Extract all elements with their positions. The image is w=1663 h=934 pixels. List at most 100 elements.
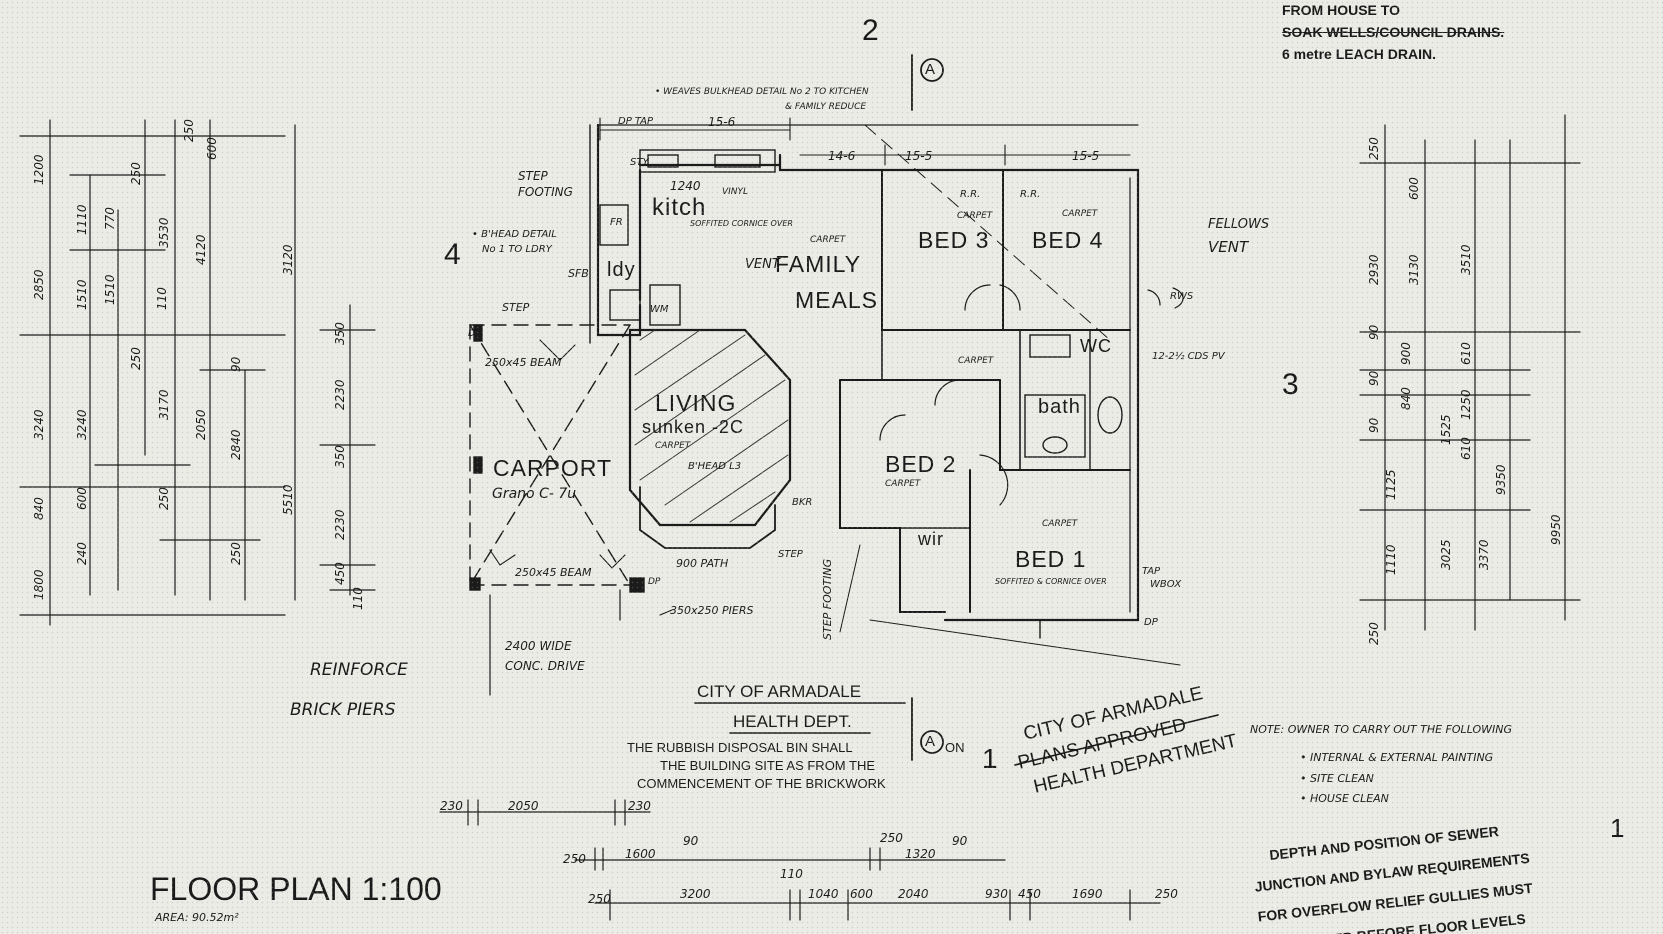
dim-right-c2-5: 3025 [1439, 539, 1453, 570]
top-note-line2: & FAMILY REDUCE [785, 102, 867, 112]
dim-right-c1-1: 2930 [1367, 254, 1381, 285]
dim-left-overall-8: 110 [351, 587, 365, 610]
dim-right-overall-2: 9950 [1549, 514, 1563, 545]
note-carpet-hall: CARPET [958, 356, 994, 366]
dim-bottom-r3-8: 1690 [1072, 887, 1103, 901]
note-carpet-bed1: CARPET [1042, 519, 1078, 529]
dim-bottom-r3-2: 110 [780, 867, 803, 881]
owner-note-item-2: • HOUSE CLEAN [1300, 792, 1389, 805]
dim-left-c5-3: 2840 [229, 429, 243, 460]
note-bhead-l3: B'HEAD L3 [688, 461, 742, 472]
dim-left-c4-3: 250 [129, 347, 143, 370]
note-wm: WM [650, 304, 669, 315]
note-soffit-bed1: SOFFITED & CORNICE OVER [995, 577, 1107, 586]
dim-left-overall-3: 350 [333, 322, 347, 345]
dim-bottom-r3-0: 250 [588, 892, 611, 906]
dim-right-c2-3: 840 [1399, 387, 1413, 410]
dim-bottom-r1-0: 230 [440, 799, 463, 813]
room-kitchen: kitch [652, 194, 707, 221]
note-beam-top: 250x45 BEAM [485, 356, 562, 369]
dim-bottom-r3-3: 1040 [808, 887, 839, 901]
header-note-line2: SOAK WELLS/COUNCIL DRAINS. [1282, 24, 1505, 40]
elevation-marker-2: 2 [862, 14, 879, 47]
room-bed4: BED 4 [1032, 227, 1104, 253]
room-wir: wir [918, 529, 944, 549]
note-carpet-bed3: CARPET [957, 211, 993, 221]
note-fr: FR [610, 217, 623, 228]
note-drive-2: CONC. DRIVE [505, 659, 585, 673]
page-number: 1 [1610, 813, 1625, 843]
dim-left-c4-2: 110 [155, 287, 169, 310]
note-tap: TAP [1142, 566, 1161, 577]
stamp-rubbish-2: THE BUILDING SITE AS FROM THE [660, 758, 876, 773]
dim-left-c4-0: 250 [129, 162, 143, 185]
note-carpet-bed4: CARPET [1062, 209, 1098, 219]
dim-right-c2-2: 900 [1399, 342, 1413, 365]
dim-bottom-r2-0: 250 [563, 852, 586, 866]
note-beam-bottom: 250x45 BEAM [515, 566, 592, 579]
dim-left-c5-1: 4120 [194, 234, 208, 265]
elevation-marker-3: 3 [1282, 368, 1299, 401]
dim-left-c3-0: 770 [103, 207, 117, 230]
note-dp-carport-2: DP [648, 577, 661, 587]
dim-left-c1-4: 1800 [32, 569, 46, 600]
dim-left-c3-2: 3170 [157, 389, 171, 420]
dim-bottom-r3-5: 2040 [898, 887, 929, 901]
dim-left-c3-3: 250 [157, 487, 171, 510]
owner-note-title: NOTE: OWNER TO CARRY OUT THE FOLLOWING [1250, 723, 1512, 736]
dim-left-c5-0: 250 [182, 119, 196, 142]
dim-left-c2-3: 600 [75, 487, 89, 510]
note-wbox: WBOX [1150, 579, 1182, 590]
note-rr-2: R.R. [1020, 189, 1041, 200]
dim-left-c3-1: 1510 [103, 274, 117, 305]
dim-top-1: 15-6 [708, 115, 736, 129]
room-wc: WC [1080, 336, 1112, 356]
note-vent: VENT [745, 257, 780, 272]
dim-left-c2-2: 3240 [75, 409, 89, 440]
dim-left-overall-4: 2230 [333, 379, 347, 410]
note-dp-right: DP [1144, 617, 1158, 628]
dim-right-c1-5: 1125 [1384, 469, 1398, 500]
note-drive-1: 2400 WIDE [505, 639, 572, 653]
note-bhead-1: • B'HEAD DETAIL [472, 229, 557, 240]
note-bhead-2: No 1 TO LDRY [482, 244, 552, 255]
dim-bottom-r3-7: 450 [1018, 887, 1041, 901]
room-living-sub: sunken -2C [642, 417, 745, 437]
dim-bottom-r1-2: 230 [628, 799, 651, 813]
dim-right-c3-3: 610 [1459, 437, 1473, 460]
room-carport: CARPORT [493, 455, 613, 481]
dim-left-c2-4: 240 [75, 542, 89, 565]
dim-top-2: 15-5 [905, 149, 933, 163]
owner-note-item-0: • INTERNAL & EXTERNAL PAINTING [1300, 751, 1494, 764]
dim-left-c5-2: 2050 [194, 409, 208, 440]
note-reinforce-1: REINFORCE [310, 660, 408, 680]
dim-bottom-r3-1: 3200 [680, 887, 711, 901]
note-step-footing-2: FOOTING [518, 185, 573, 199]
top-note-line1: • WEAVES BULKHEAD DETAIL No 2 TO KITCHEN [655, 87, 869, 97]
dim-right-c1-2: 90 [1367, 324, 1381, 340]
note-sfb: SFB [568, 267, 589, 280]
stamp-armadale-title: CITY OF ARMADALE [697, 682, 862, 701]
stamp-health-dept: HEALTH DEPT. [733, 712, 852, 731]
dim-left-overall-2: 5510 [281, 484, 295, 515]
dim-left-c1-1: 2850 [32, 269, 46, 300]
dim-bottom-r2-5: 90 [952, 834, 968, 848]
stamp-rubbish-3: COMMENCEMENT OF THE BRICKWORK [637, 776, 886, 791]
floor-plan-title: FLOOR PLAN 1:100 [150, 871, 442, 907]
dim-left-c1-2: 3240 [32, 409, 46, 440]
note-soffit-kitchen: SOFFITED CORNICE OVER [690, 219, 793, 228]
note-reinforce-2: BRICK PIERS [290, 700, 396, 720]
dim-left-c6-1: 90 [229, 356, 243, 372]
dim-right-c1-7: 250 [1367, 622, 1381, 645]
note-sty: STY [630, 157, 649, 168]
note-step: STEP [502, 301, 530, 314]
dim-top-5: 1240 [670, 179, 701, 193]
dim-right-overall: 9350 [1494, 464, 1508, 495]
dim-left-c5-4: 250 [229, 542, 243, 565]
dim-left-overall-6: 2230 [333, 509, 347, 540]
dim-right-c1-3: 90 [1367, 370, 1381, 386]
note-rws: RWS [1170, 291, 1194, 302]
dim-right-c2-4: 1525 [1439, 414, 1453, 445]
note-step-footing-vertical: STEP FOOTING [821, 558, 834, 640]
